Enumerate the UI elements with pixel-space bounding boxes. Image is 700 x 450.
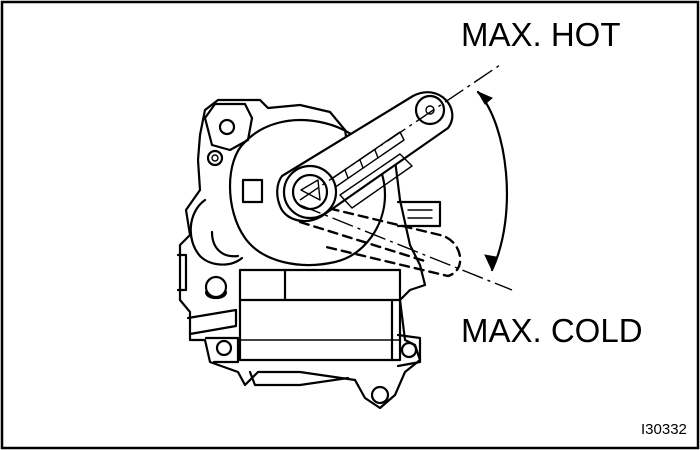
rotation-arc-arrow	[476, 90, 508, 272]
label-max-hot: MAX. HOT	[461, 16, 621, 53]
reference-centerlines	[299, 64, 513, 291]
figure-code: I30332	[641, 421, 687, 438]
lever-max-cold-position	[298, 203, 462, 278]
label-max-cold: MAX. COLD	[461, 312, 643, 349]
